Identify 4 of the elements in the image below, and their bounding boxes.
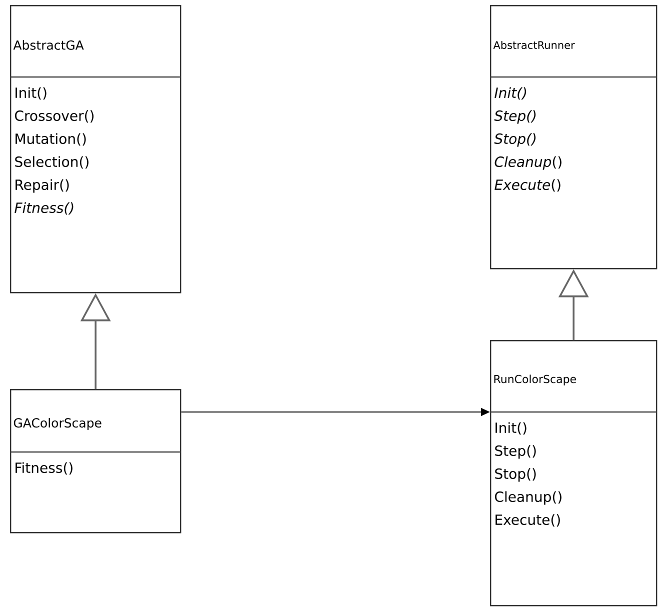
class-box: AbstractRunner Init() Step() Stop() Cleanup() Execute(): [490, 5, 658, 270]
class-box: GAColorScape Fitness(): [10, 389, 182, 534]
class-box: AbstractGA Init() Crossover() Mutation() Selection() Repair() Fitness(): [10, 5, 182, 294]
class-box: RunColorScape Init() Step() Stop() Cleanup() Execute(): [490, 340, 658, 606]
